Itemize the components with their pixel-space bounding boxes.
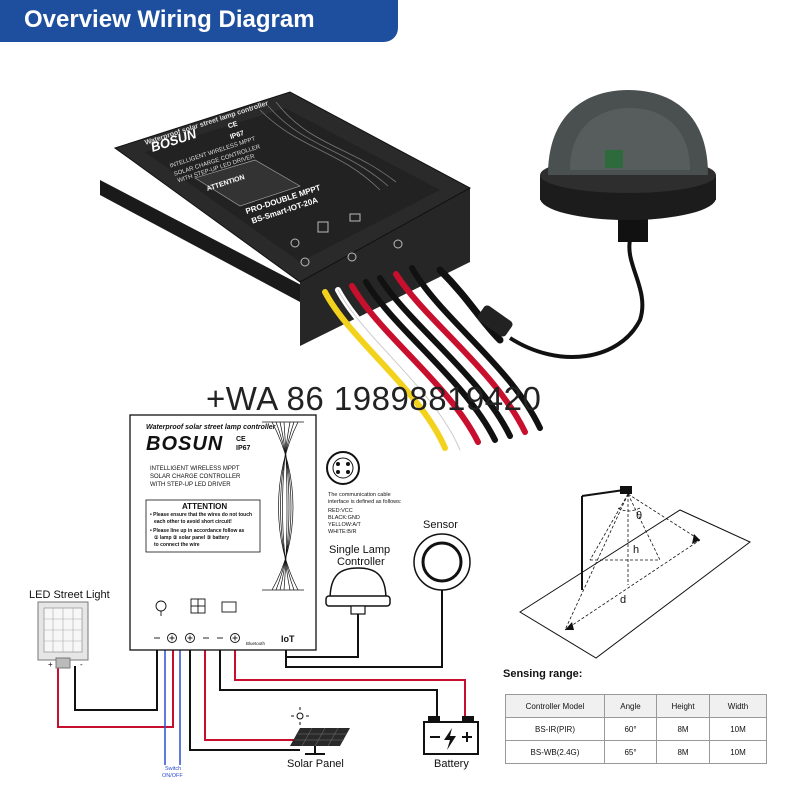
sensor-icon (413, 533, 471, 591)
single-lamp-controller-icon (325, 567, 391, 615)
col-header-height: Height (656, 694, 710, 718)
switch-label-2: ON/OFF (162, 773, 183, 779)
table-cell: BS-IR(PIR) (505, 717, 605, 741)
watermark-text: +WA 86 19898819420 (206, 380, 542, 417)
single-lamp-label-1: Single Lamp (329, 544, 391, 556)
table-row: BS-WB(2.4G) 65° 8M 10M (505, 740, 767, 764)
col-header-model: Controller Model (505, 694, 605, 718)
schematic-wires (57, 590, 466, 765)
sensing-range-title: Sensing range: (503, 668, 583, 680)
lamp-minus: - (80, 660, 83, 669)
sensor-label: Sensor (423, 519, 458, 531)
table-cell: BS-WB(2.4G) (505, 740, 605, 764)
solar-panel-label: Solar Panel (287, 758, 344, 770)
ctrl-attention-title: ATTENTION (182, 502, 228, 511)
sensing-range-diagram (519, 486, 751, 659)
cable-note-2: interface is defined as follows: (328, 499, 402, 505)
table-cell: 65° (604, 740, 657, 764)
sensor-cable (477, 239, 645, 359)
battery-icon (423, 716, 479, 755)
cable-black: BLACK:GND (328, 515, 360, 521)
bluetooth-label: Bluetooth (246, 641, 266, 646)
ctrl-attention-3: • Please line up in accordance follow as (150, 528, 245, 534)
controller-wires (322, 265, 543, 453)
col-header-angle: Angle (604, 694, 657, 718)
led-street-light-label: LED Street Light (29, 589, 110, 601)
ctrl-ip: IP67 (236, 445, 251, 452)
h-label: h (633, 544, 640, 556)
table-row: BS-IR(PIR) 60° 8M 10M (505, 717, 767, 741)
d-label: d (620, 594, 627, 606)
ctrl-waterproof: Waterproof solar street lamp controller (146, 424, 276, 431)
single-lamp-label-2: Controller (337, 556, 385, 568)
table-cell: 10M (709, 717, 767, 741)
theta-label: θ (636, 510, 643, 522)
col-header-width: Width (709, 694, 767, 718)
cable-white: WHITE:B/R (328, 529, 357, 535)
iot-label: IoT (281, 634, 295, 644)
sensing-range-table: Controller Model Angle Height Width BS-I… (505, 694, 767, 764)
ctrl-brand-logo: BOSUN (146, 433, 224, 455)
table-cell: 10M (709, 740, 767, 764)
connector-pinout-icon (326, 451, 360, 485)
battery-label: Battery (434, 758, 469, 770)
page-title: Overview Wiring Diagram (24, 6, 315, 33)
ctrl-attention-1: • Please ensure that the wires do not to… (150, 512, 253, 518)
cable-red: RED:VCC (328, 508, 353, 514)
sensor-dome-image (540, 90, 716, 242)
ctrl-cert: CE (236, 436, 246, 443)
ctrl-attention-4: ① lamp ② solar panel ③ battery (154, 535, 230, 541)
ctrl-attention-2: each other to avoid short circuit! (154, 519, 232, 525)
lamp-plus: + (48, 660, 53, 669)
controller-schematic (129, 414, 317, 651)
solar-panel-icon (290, 707, 350, 755)
controller-product-image (100, 91, 472, 346)
led-street-light-icon (37, 601, 89, 669)
cable-yellow: YELLOW:A/T (328, 522, 361, 528)
header-banner: Overview Wiring Diagram (0, 0, 398, 42)
table-cell: 8M (656, 717, 710, 741)
ctrl-desc-2: SOLAR CHARGE CONTROLLER (150, 474, 241, 480)
ctrl-desc-3: WITH STEP-UP LED DRIVER (150, 482, 231, 488)
switch-label-1: Switch (165, 766, 182, 772)
cable-note-1: The communication cable (328, 492, 391, 498)
ctrl-desc-1: INTELLIGENT WIRELESS MPPT (150, 466, 240, 472)
table-cell: 8M (656, 740, 710, 764)
ctrl-attention-5: to connect the wire (154, 542, 200, 548)
table-cell: 60° (604, 717, 657, 741)
